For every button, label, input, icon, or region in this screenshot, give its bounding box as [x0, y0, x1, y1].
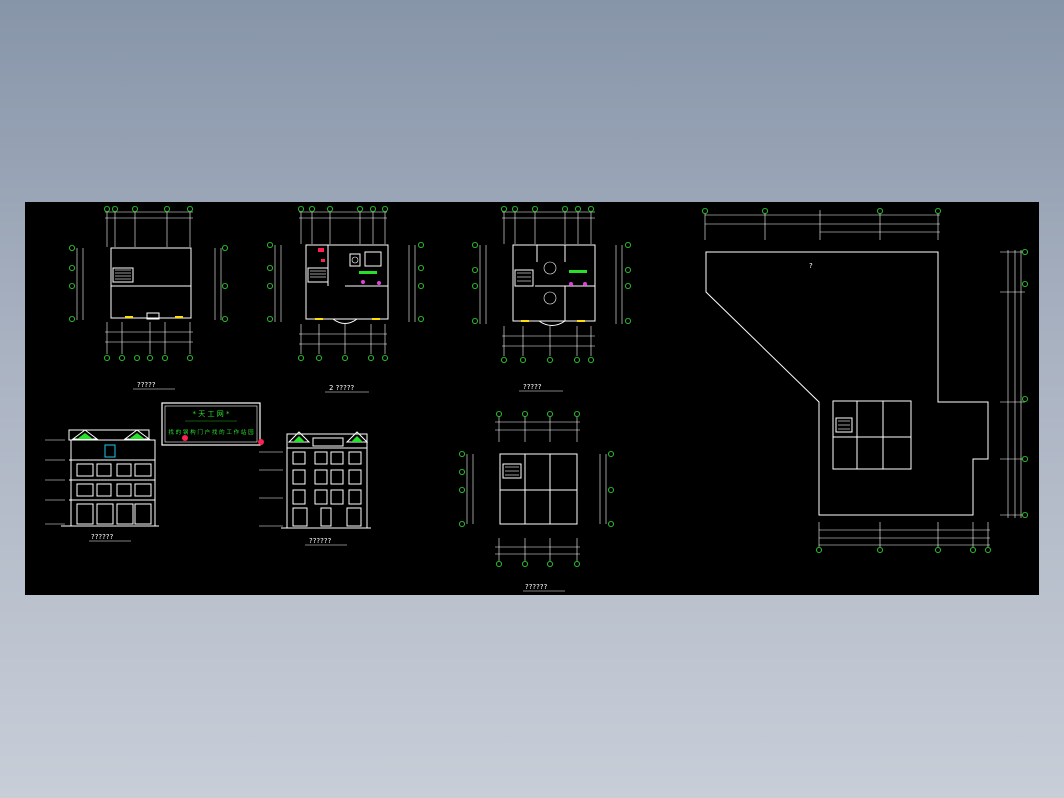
- title-elevation-1: ??????: [91, 533, 114, 541]
- title-plan-2: 2 ?????: [329, 384, 355, 392]
- cad-drawing-canvas[interactable]: ?????: [25, 202, 1039, 595]
- elevation-1: ??????: [45, 429, 159, 542]
- title-plan-1: ?????: [137, 381, 156, 389]
- title-elevation-2: ??????: [309, 537, 332, 545]
- watermark-stamp: * 天 工 网 * 找 的 钢 构 门 户 找 的 工 作 站 园: [161, 402, 264, 446]
- floor-plan-3: ?????: [471, 206, 632, 392]
- site-label: ?: [809, 262, 813, 270]
- floor-plan-2: 2 ?????: [266, 206, 424, 393]
- stamp-heading: * 天 工 网 *: [193, 410, 230, 418]
- floor-plan-1: ?????: [69, 206, 228, 390]
- elevation-2: ??????: [259, 431, 371, 546]
- title-plan-4: ??????: [525, 583, 548, 591]
- site-plan: ?: [702, 208, 1029, 553]
- stamp-line: 找 的 钢 构 门 户 找 的 工 作 站 园: [168, 428, 254, 436]
- floor-plan-4: ??????: [458, 410, 615, 592]
- title-plan-3: ?????: [523, 383, 542, 391]
- cad-model-space[interactable]: ?????: [25, 202, 1039, 595]
